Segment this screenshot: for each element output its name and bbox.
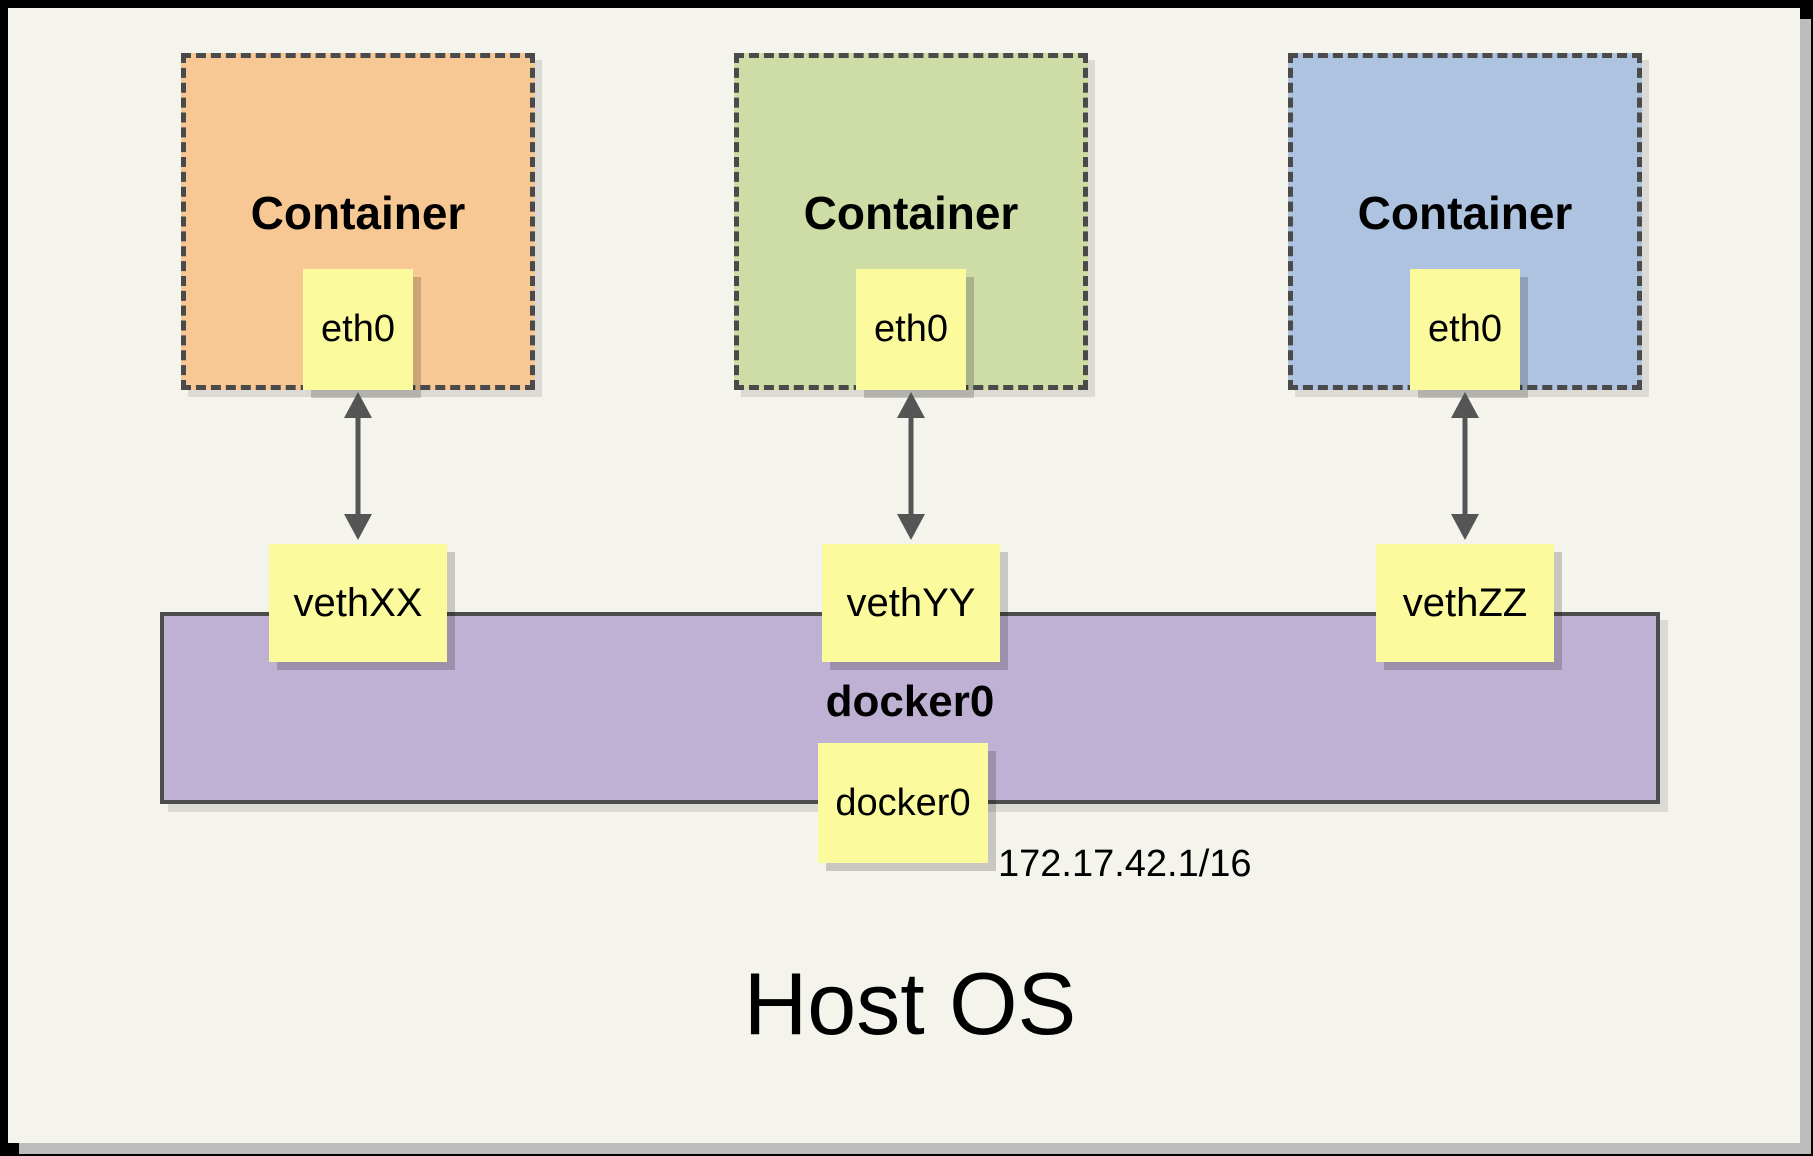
double-arrow-icon (895, 392, 927, 540)
container-box-1: Container eth0 (181, 53, 535, 390)
container-label: Container (1357, 187, 1573, 239)
container-box-3: Container eth0 (1288, 53, 1642, 390)
docker0-interface-label: docker0 (835, 781, 971, 824)
double-arrow-icon (342, 392, 374, 540)
eth0-interface-box: eth0 (856, 269, 966, 390)
vethzz-box: vethZZ (1376, 544, 1554, 662)
vethxx-label: vethXX (293, 580, 423, 625)
vethyy-label: vethYY (846, 580, 976, 625)
eth0-label: eth0 (1428, 308, 1502, 350)
container-box-2: Container eth0 (734, 53, 1088, 390)
vethzz-label: vethZZ (1402, 580, 1528, 625)
docker0-interface-box: docker0 (818, 743, 988, 863)
docker0-bridge-label: docker0 (825, 677, 995, 726)
eth0-label: eth0 (874, 308, 948, 350)
container-label: Container (250, 187, 466, 239)
bridge-ip-address: 172.17.42.1/16 (998, 843, 1252, 885)
host-os-panel: Container eth0 Container eth0 Container … (8, 8, 1800, 1143)
double-arrow-icon (1449, 392, 1481, 540)
vethxx-box: vethXX (269, 544, 447, 662)
eth0-interface-box: eth0 (303, 269, 413, 390)
container-label: Container (803, 187, 1019, 239)
eth0-label: eth0 (321, 308, 395, 350)
vethyy-box: vethYY (822, 544, 1000, 662)
eth0-interface-box: eth0 (1410, 269, 1520, 390)
host-os-label: Host OS (743, 954, 1077, 1053)
